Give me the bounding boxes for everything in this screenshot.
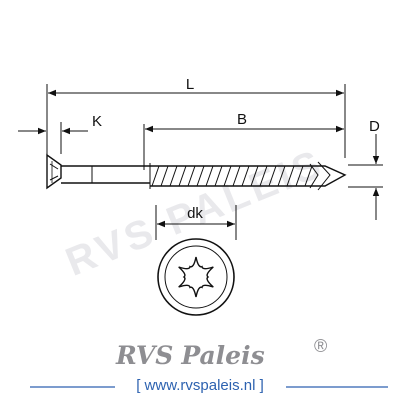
registered-mark: ®	[314, 336, 327, 356]
screw-thread	[151, 165, 313, 187]
website-url[interactable]: [ www.rvspaleis.nl ]	[136, 377, 264, 394]
dimension-length: L	[46, 76, 346, 158]
torx-star-icon	[178, 256, 214, 298]
dimension-label-head-height: K	[92, 113, 102, 130]
head-top-view: dk	[155, 205, 237, 316]
dimension-label-diameter: D	[369, 118, 380, 135]
dimension-diameter: D	[348, 118, 383, 220]
dimension-label-head-diameter: dk	[187, 205, 203, 222]
dimension-label-thread-length: B	[237, 111, 247, 128]
brand-name-part2: Paleis	[180, 341, 264, 370]
dimension-thread-length: B	[143, 111, 344, 170]
brand-name-part1: RVS	[115, 341, 173, 370]
dimension-label-length: L	[186, 76, 194, 93]
dimension-head-height: K	[18, 113, 102, 154]
head-inner-circle	[164, 245, 228, 309]
